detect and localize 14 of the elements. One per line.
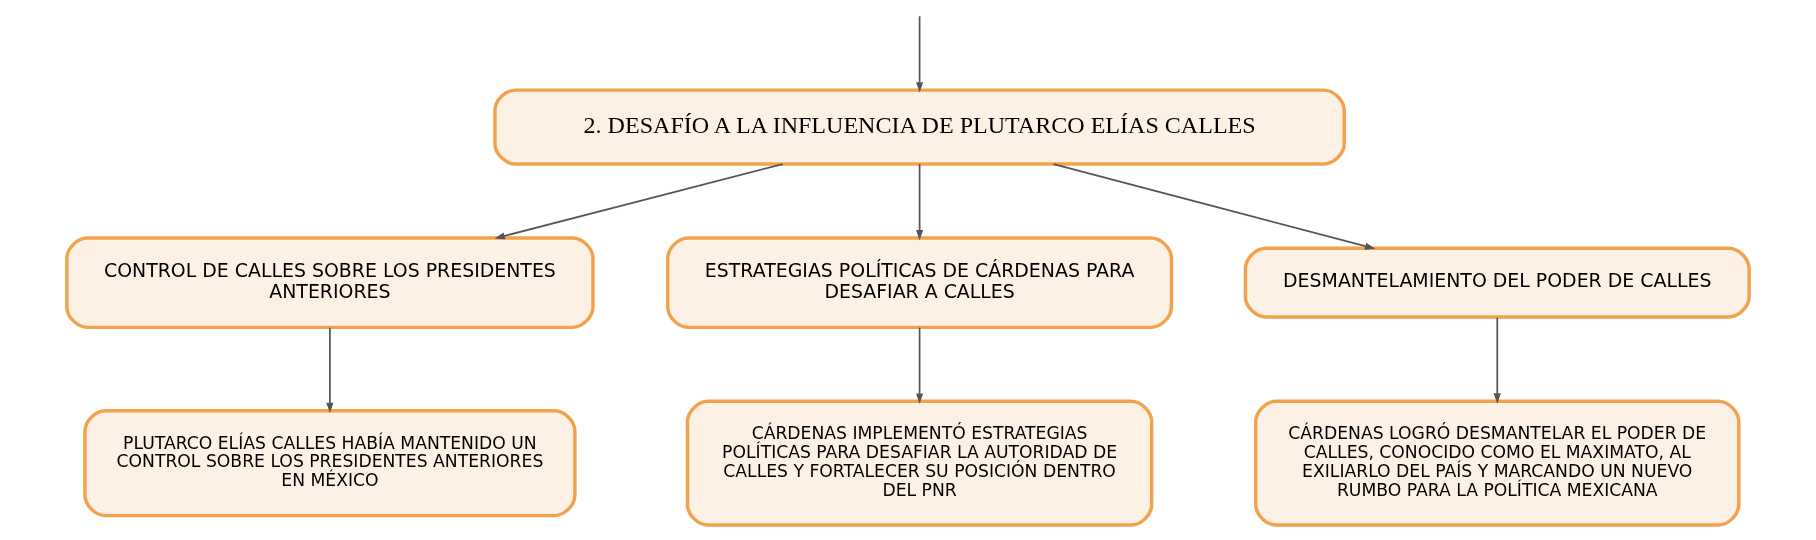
arrow [1052,163,1376,250]
arrow [1493,316,1501,404]
arrow [494,163,784,240]
node-box: CÁRDENAS IMPLEMENTÓ ESTRATEGIAS POLÍTICAS PARA DESAFIAR LA AUTORIDAD DE CALLES Y FORTALECER SU POSICIÓN DENTRO DEL PNR [685,399,1154,527]
node-box: DESMANTELAMIENTO DEL PODER DE CALLES [1243,246,1751,319]
node-box: CÁRDENAS LOGRÓ DESMANTELAR EL PODER DE CALLES, CONOCIDO COMO EL MAXIMATO, AL EXILIARLO DEL PAÍS Y MARCANDO UN NUEVO RUMBO PARA LA POLÍTICA MEXICANA [1254,399,1741,527]
node-box: PLUTARCO ELÍAS CALLES HABÍA MANTENIDO UN CONTROL SOBRE LOS PRESIDENTES ANTERIORES EN MÉXICO [83,409,577,518]
node-box: ESTRATEGIAS POLÍTICAS DE CÁRDENAS PARA DESAFIAR A CALLES [666,236,1174,330]
node-box: 2. DESAFÍO A LA INFLUENCIA DE PLUTARCO ELÍAS CALLES [493,88,1346,166]
arrow [916,326,924,404]
node-box: CONTROL DE CALLES SOBRE LOS PRESIDENTES ANTERIORES [65,236,595,330]
arrow [916,15,924,93]
arrow [916,163,924,241]
arrow [326,326,334,413]
